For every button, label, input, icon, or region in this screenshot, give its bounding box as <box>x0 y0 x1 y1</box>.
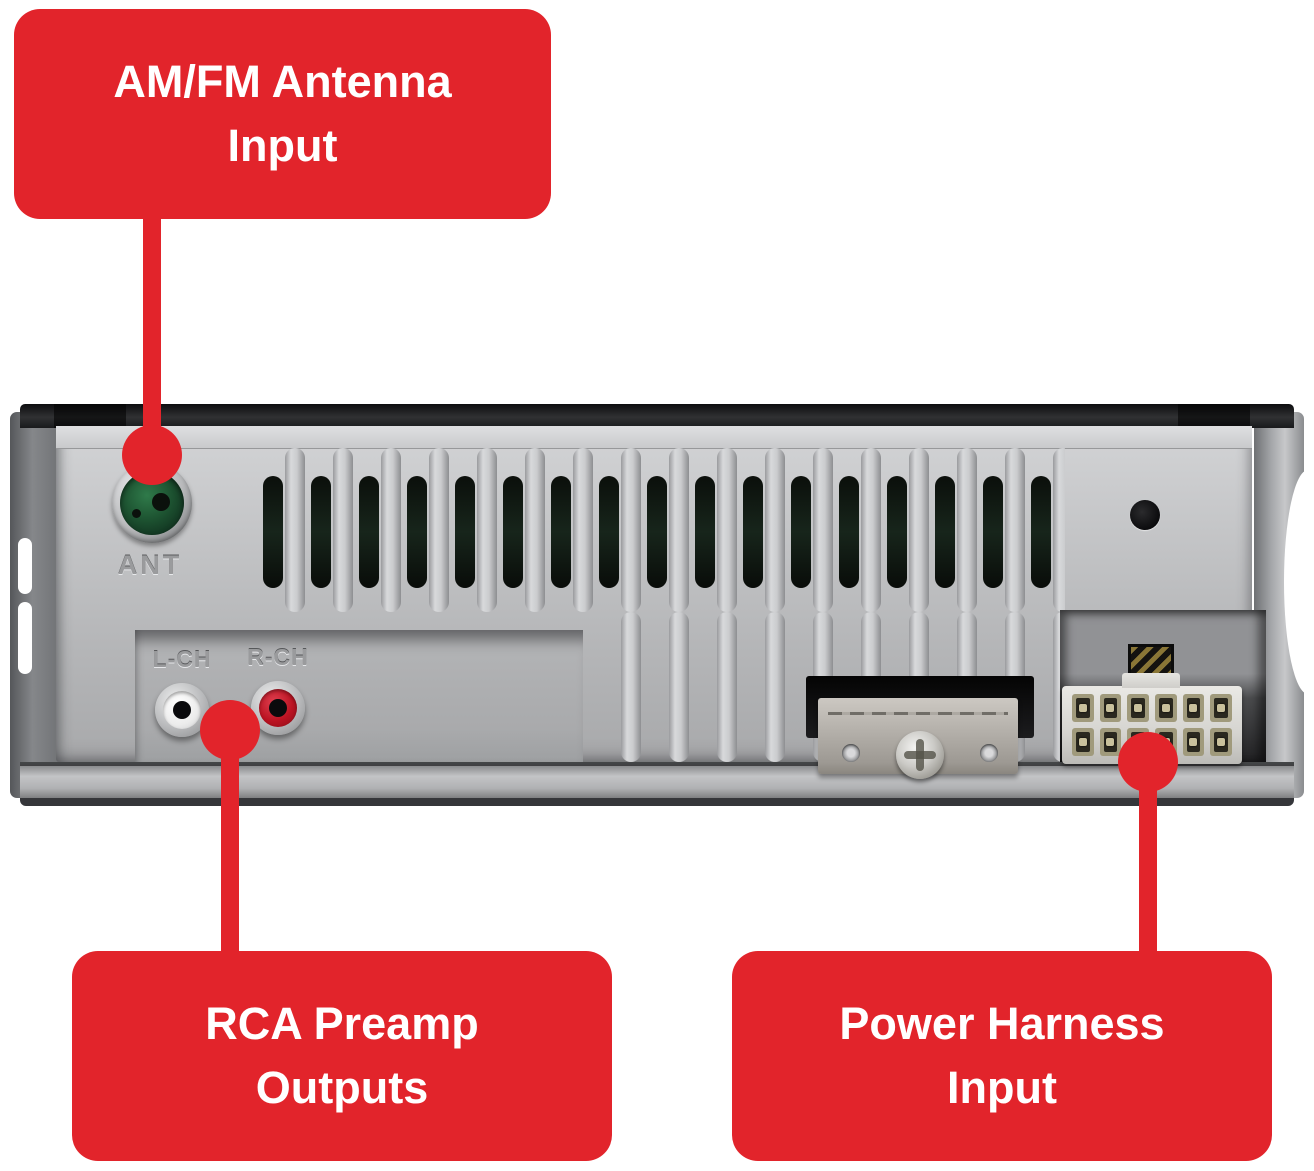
power-pin <box>1072 694 1094 722</box>
vent-rib <box>285 448 305 612</box>
vent-rib <box>765 612 785 762</box>
power-pin <box>1182 694 1205 722</box>
top-flange <box>56 426 1252 449</box>
callout-box-power-harness-input: Power Harness Input <box>732 951 1272 1161</box>
vent-rib <box>1053 448 1065 612</box>
power-pin <box>1182 728 1205 756</box>
callout-text: RCA Preamp <box>205 998 479 1049</box>
vent-slot <box>503 476 523 588</box>
callout-line-power <box>1139 755 1157 963</box>
callout-dot-rca <box>200 700 260 760</box>
power-pin <box>1210 694 1232 722</box>
vent-slot <box>311 476 331 588</box>
vent-rib <box>333 448 353 612</box>
vent-rib <box>669 448 689 612</box>
rca-left-jack <box>155 683 209 737</box>
power-pin <box>1099 694 1122 722</box>
power-pin <box>1210 728 1232 756</box>
sleeve-curve <box>1284 470 1308 694</box>
vent-rib <box>573 448 593 612</box>
vent-slot <box>887 476 907 588</box>
power-pin <box>1099 728 1122 756</box>
vent-rib <box>717 612 737 762</box>
vent-slot <box>599 476 619 588</box>
vent-rib <box>861 448 881 612</box>
vent-slot <box>743 476 763 588</box>
vent-rib <box>813 448 833 612</box>
chassis-hole <box>1130 500 1160 530</box>
sleeve-slot <box>18 602 32 674</box>
callout-box-rca-preamp-outputs: RCA Preamp Outputs <box>72 951 612 1161</box>
antenna-engraving: ANT <box>117 550 183 580</box>
mounting-sleeve-left <box>10 412 60 798</box>
callout-text: Power Harness <box>839 998 1165 1049</box>
vent-slot <box>839 476 859 588</box>
callout-text: Input <box>227 120 338 171</box>
vent-slot <box>935 476 955 588</box>
rca-right-jack <box>251 681 305 735</box>
antenna-connector-face <box>120 471 184 535</box>
vent-slot <box>1031 476 1051 588</box>
vent-slot <box>791 476 811 588</box>
vent-slot <box>263 476 283 588</box>
vent-rib <box>957 448 977 612</box>
vent-slot <box>359 476 379 588</box>
bracket-hole <box>980 744 998 762</box>
stereo-rear-panel: ANT L-CH R-CH <box>56 426 1252 762</box>
vent-grille <box>255 448 1065 612</box>
antenna-pin-hole <box>132 509 141 518</box>
vent-slot <box>407 476 427 588</box>
vent-rib <box>717 448 737 612</box>
vent-rib <box>909 448 929 612</box>
rca-left-engraving: L-CH <box>152 646 212 672</box>
vent-rib <box>669 612 689 762</box>
antenna-pin-hole <box>152 493 170 511</box>
vent-rib <box>381 448 401 612</box>
vent-rib <box>525 448 545 612</box>
rca-left-jack-hole <box>173 701 191 719</box>
power-harness-connector <box>1062 673 1242 764</box>
vent-slot <box>551 476 571 588</box>
vent-slot <box>983 476 1003 588</box>
power-pin <box>1154 694 1177 722</box>
chassis-bottom-edge <box>20 762 1294 806</box>
callout-text: Outputs <box>255 1062 429 1113</box>
rca-right-engraving: R-CH <box>247 644 309 670</box>
bracket-hole <box>842 744 860 762</box>
vent-rib <box>765 448 785 612</box>
vent-rib <box>621 612 641 762</box>
vent-slot <box>695 476 715 588</box>
callout-box-antenna-input: AM/FM Antenna Input <box>14 9 551 219</box>
sleeve-slot <box>18 538 32 594</box>
vent-rib <box>621 448 641 612</box>
callout-line-rca <box>221 722 239 962</box>
chassis-top-edge <box>20 404 1294 428</box>
callout-dot-antenna <box>122 425 182 485</box>
rca-right-jack-hole <box>269 699 287 717</box>
vent-rib <box>477 448 497 612</box>
callout-text: AM/FM Antenna <box>113 56 452 107</box>
vent-rib <box>1005 448 1025 612</box>
power-pin <box>1127 694 1149 722</box>
callout-dot-power <box>1118 732 1178 792</box>
callout-line-antenna <box>143 200 161 462</box>
antenna-connector <box>112 463 192 543</box>
callout-text: Input <box>947 1062 1057 1113</box>
vent-rib <box>429 448 449 612</box>
vent-slot <box>647 476 667 588</box>
power-pin <box>1072 728 1094 756</box>
vent-slot <box>455 476 475 588</box>
phillips-screw <box>896 731 944 779</box>
